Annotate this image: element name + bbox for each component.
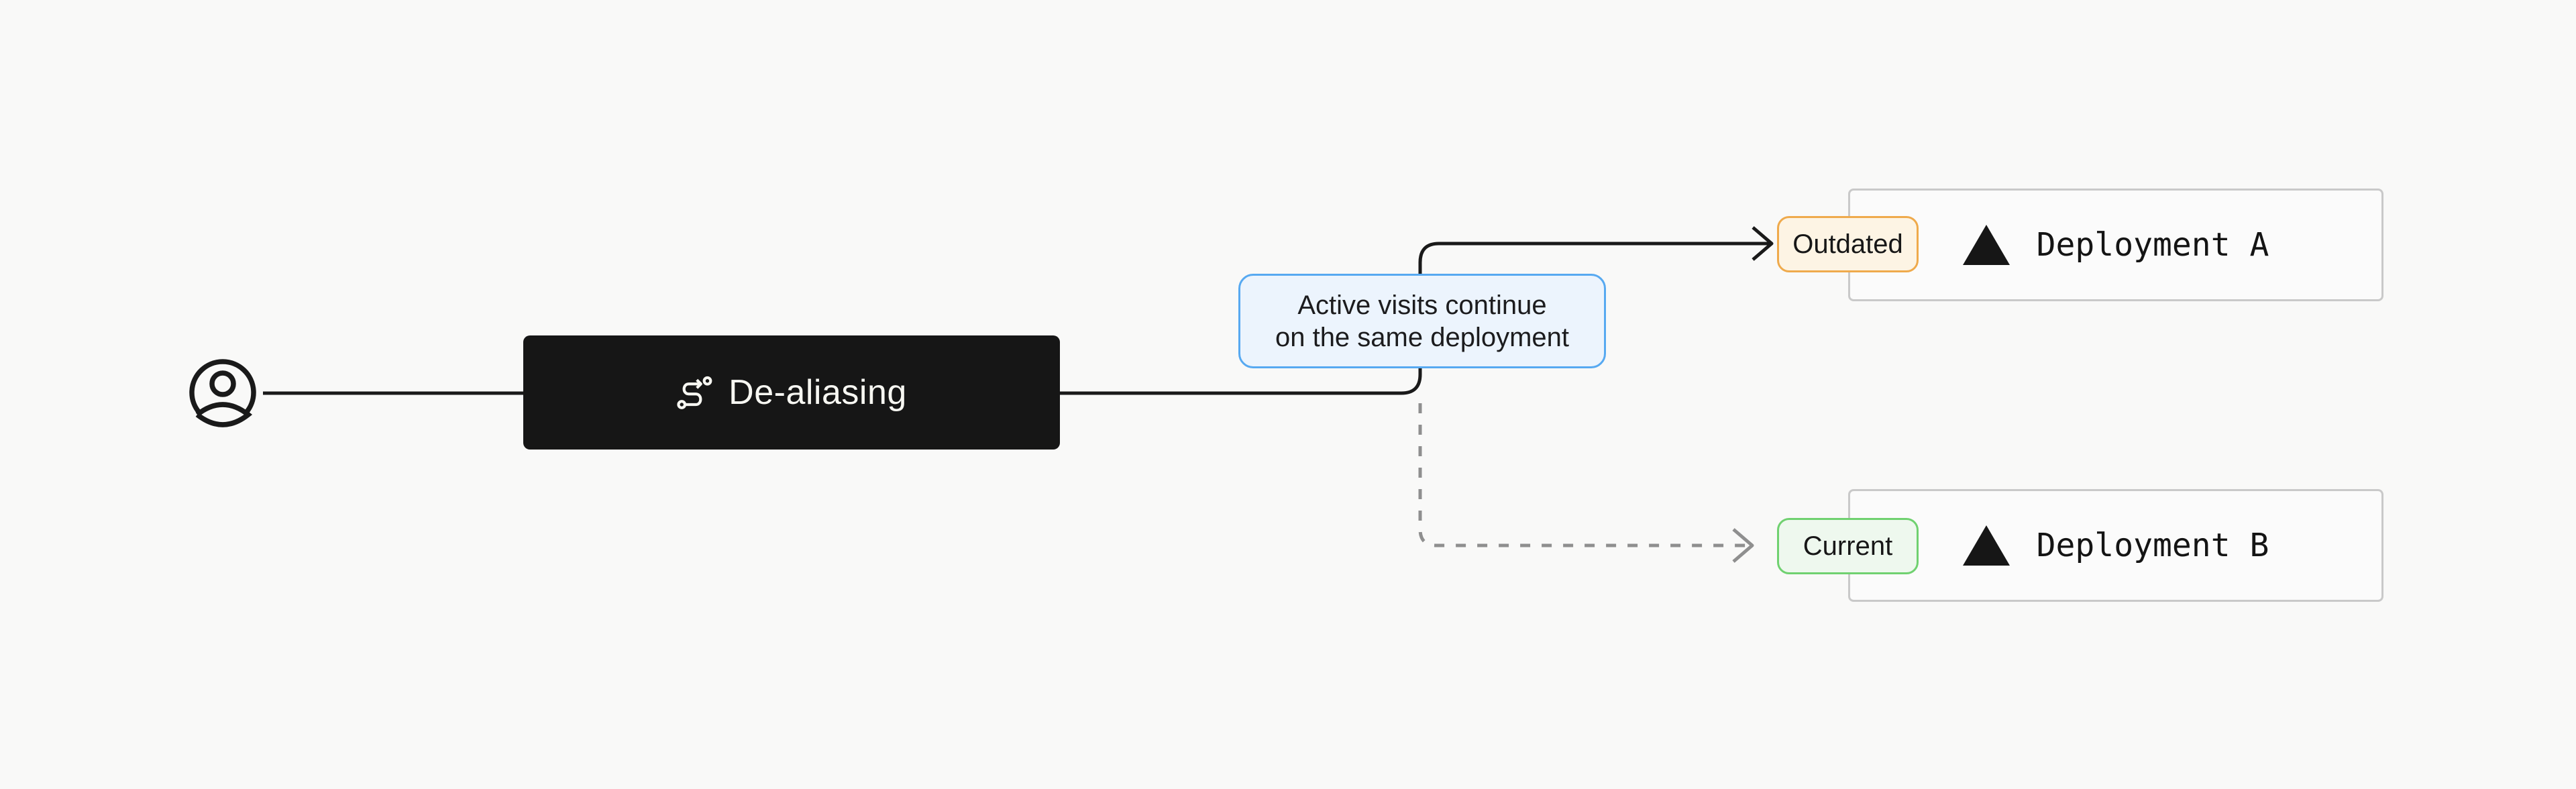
- active-visits-tooltip: Active visits continue on the same deplo…: [1238, 274, 1606, 368]
- vercel-triangle-icon: [1962, 525, 2010, 566]
- deployment-b-card: Deployment B: [1848, 489, 2383, 602]
- deployment-b-label: Deployment B: [2036, 527, 2269, 564]
- tooltip-line-1: Active visits continue: [1297, 290, 1547, 320]
- link-dealiasing-to-deployment-b-dashed: [1418, 403, 1748, 547]
- dealiasing-node: De-aliasing: [523, 335, 1060, 450]
- current-badge-label: Current: [1803, 531, 1893, 561]
- current-badge: Current: [1777, 518, 1919, 574]
- outdated-badge: Outdated: [1777, 216, 1919, 272]
- deployment-a-label: Deployment A: [2036, 226, 2269, 264]
- tooltip-line-2: on the same deployment: [1275, 322, 1570, 352]
- vercel-triangle-icon: [1962, 225, 2010, 265]
- user-circle-icon: [182, 352, 263, 433]
- arrowhead-deployment-b-icon: [1732, 528, 1754, 563]
- dealiasing-label: De-aliasing: [729, 373, 907, 412]
- route-icon: [677, 376, 712, 409]
- arrowhead-deployment-a-icon: [1752, 226, 1774, 261]
- outdated-badge-label: Outdated: [1792, 229, 1903, 259]
- deployment-a-card: Deployment A: [1848, 189, 2383, 301]
